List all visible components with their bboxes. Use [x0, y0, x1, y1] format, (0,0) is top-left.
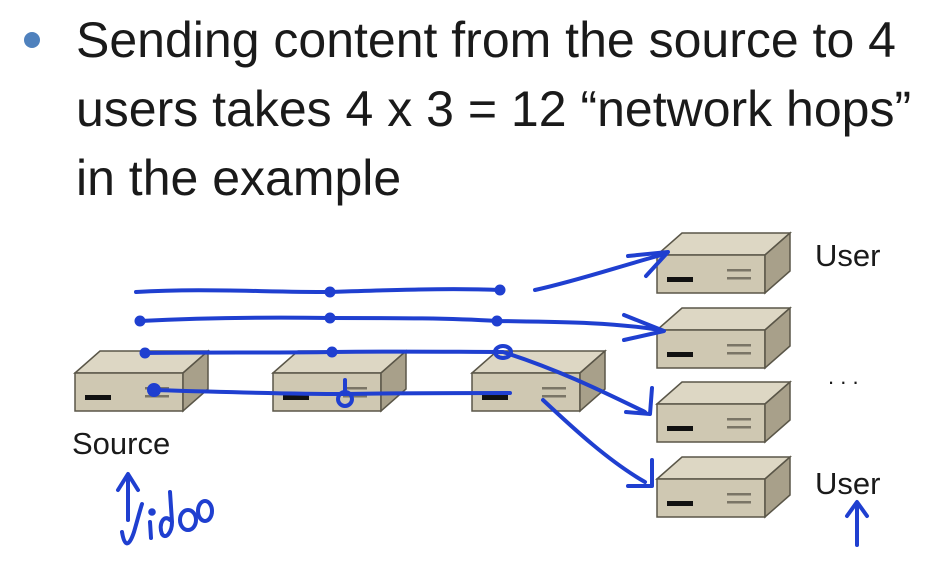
user-label-top: User — [815, 238, 880, 273]
router-device-2 — [471, 350, 606, 412]
source-device — [74, 350, 209, 412]
user-device-2 — [656, 307, 791, 369]
user-device-3 — [656, 381, 791, 443]
ink-annotations — [116, 250, 869, 547]
ink-path-1 — [134, 287, 502, 294]
ink-path-4-arrow — [541, 398, 647, 484]
bullet-text: Sending content from the source to 4 use… — [76, 12, 912, 206]
ellipsis-label: . . . — [828, 364, 859, 389]
ink-path-1-arrow — [533, 252, 667, 292]
source-label: Source — [72, 426, 170, 461]
user-label-bottom: User — [815, 466, 880, 501]
handwritten-video-note — [120, 502, 144, 546]
user-device-4 — [656, 456, 791, 518]
bullet-dot-icon — [24, 32, 40, 48]
ink-path-3 — [143, 349, 647, 414]
ink-path-2 — [138, 315, 662, 332]
user-device-1 — [656, 232, 791, 294]
